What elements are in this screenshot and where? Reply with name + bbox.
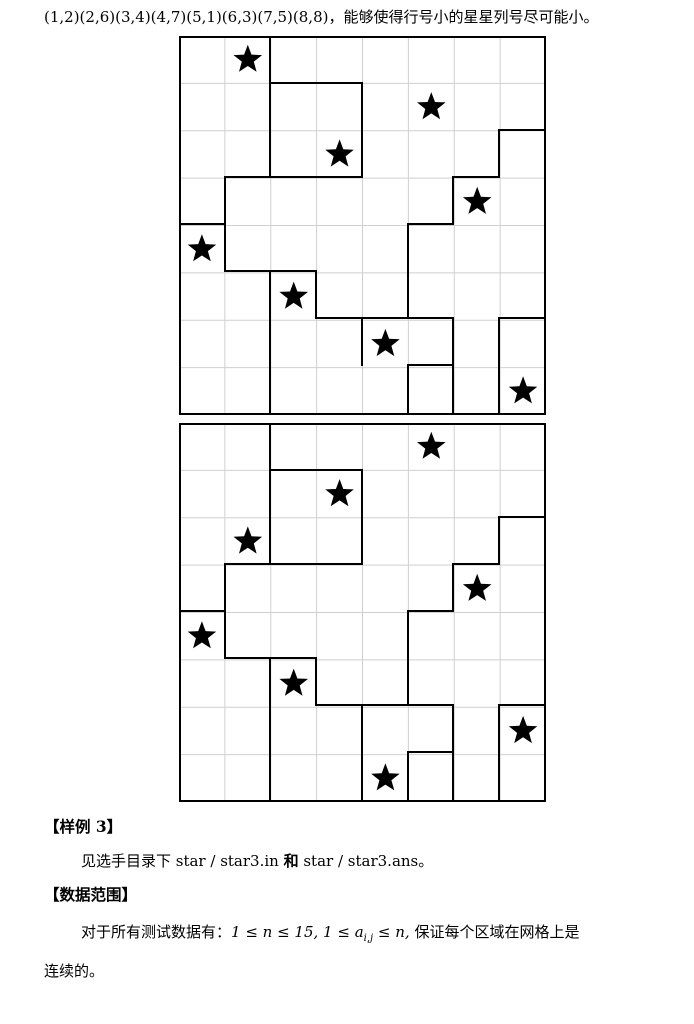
star-icon xyxy=(508,376,538,404)
puzzle-grid-1 xyxy=(179,36,546,415)
star-icon xyxy=(187,234,217,262)
sample-3-text: 见选手目录下 star / star3.in 和 star / star3.an… xyxy=(81,850,433,871)
star-icon xyxy=(325,479,354,507)
star-icon xyxy=(279,668,308,696)
data-range-prefix: 对于所有测试数据有： xyxy=(81,923,232,941)
sample-3-text-pre: 见选手目录下 star / star3.in xyxy=(81,852,284,870)
star-icon xyxy=(187,621,217,649)
star-icon xyxy=(417,92,446,120)
data-range-heading: 【数据范围】 xyxy=(44,885,138,904)
constraint-part-2: ≤ n, xyxy=(373,923,410,941)
star-icon xyxy=(233,44,263,72)
star-icon xyxy=(325,139,354,167)
constraint-subscript: i,j xyxy=(363,933,374,944)
star-icon xyxy=(462,573,492,601)
star-icon xyxy=(462,186,492,214)
data-range-text: 对于所有测试数据有：1 ≤ n ≤ 15, 1 ≤ ai,j ≤ n, 保证每个… xyxy=(81,921,579,944)
star-icon xyxy=(371,763,400,791)
sample-3-text-and: 和 xyxy=(283,852,299,870)
grid-1-svg xyxy=(179,36,546,415)
star-icon xyxy=(417,431,446,459)
puzzle-grid-2 xyxy=(179,423,546,802)
sample-3-heading: 【样例 3】 xyxy=(44,817,123,836)
grid-2-svg xyxy=(179,423,546,802)
constraint-part-1: 1 ≤ n ≤ 15, 1 ≤ a xyxy=(231,923,364,941)
star-icon xyxy=(508,715,538,744)
sample-3-text-post: star / star3.ans。 xyxy=(298,852,434,870)
star-icon xyxy=(371,328,400,357)
intro-text: (1,2)(2,6)(3,4)(4,7)(5,1)(6,3)(7,5)(8,8)… xyxy=(44,8,599,26)
data-range-suffix: 保证每个区域在网格上是 xyxy=(409,923,580,941)
data-range-line-2: 连续的。 xyxy=(44,962,105,980)
star-icon xyxy=(233,526,263,554)
star-icon xyxy=(279,281,308,309)
